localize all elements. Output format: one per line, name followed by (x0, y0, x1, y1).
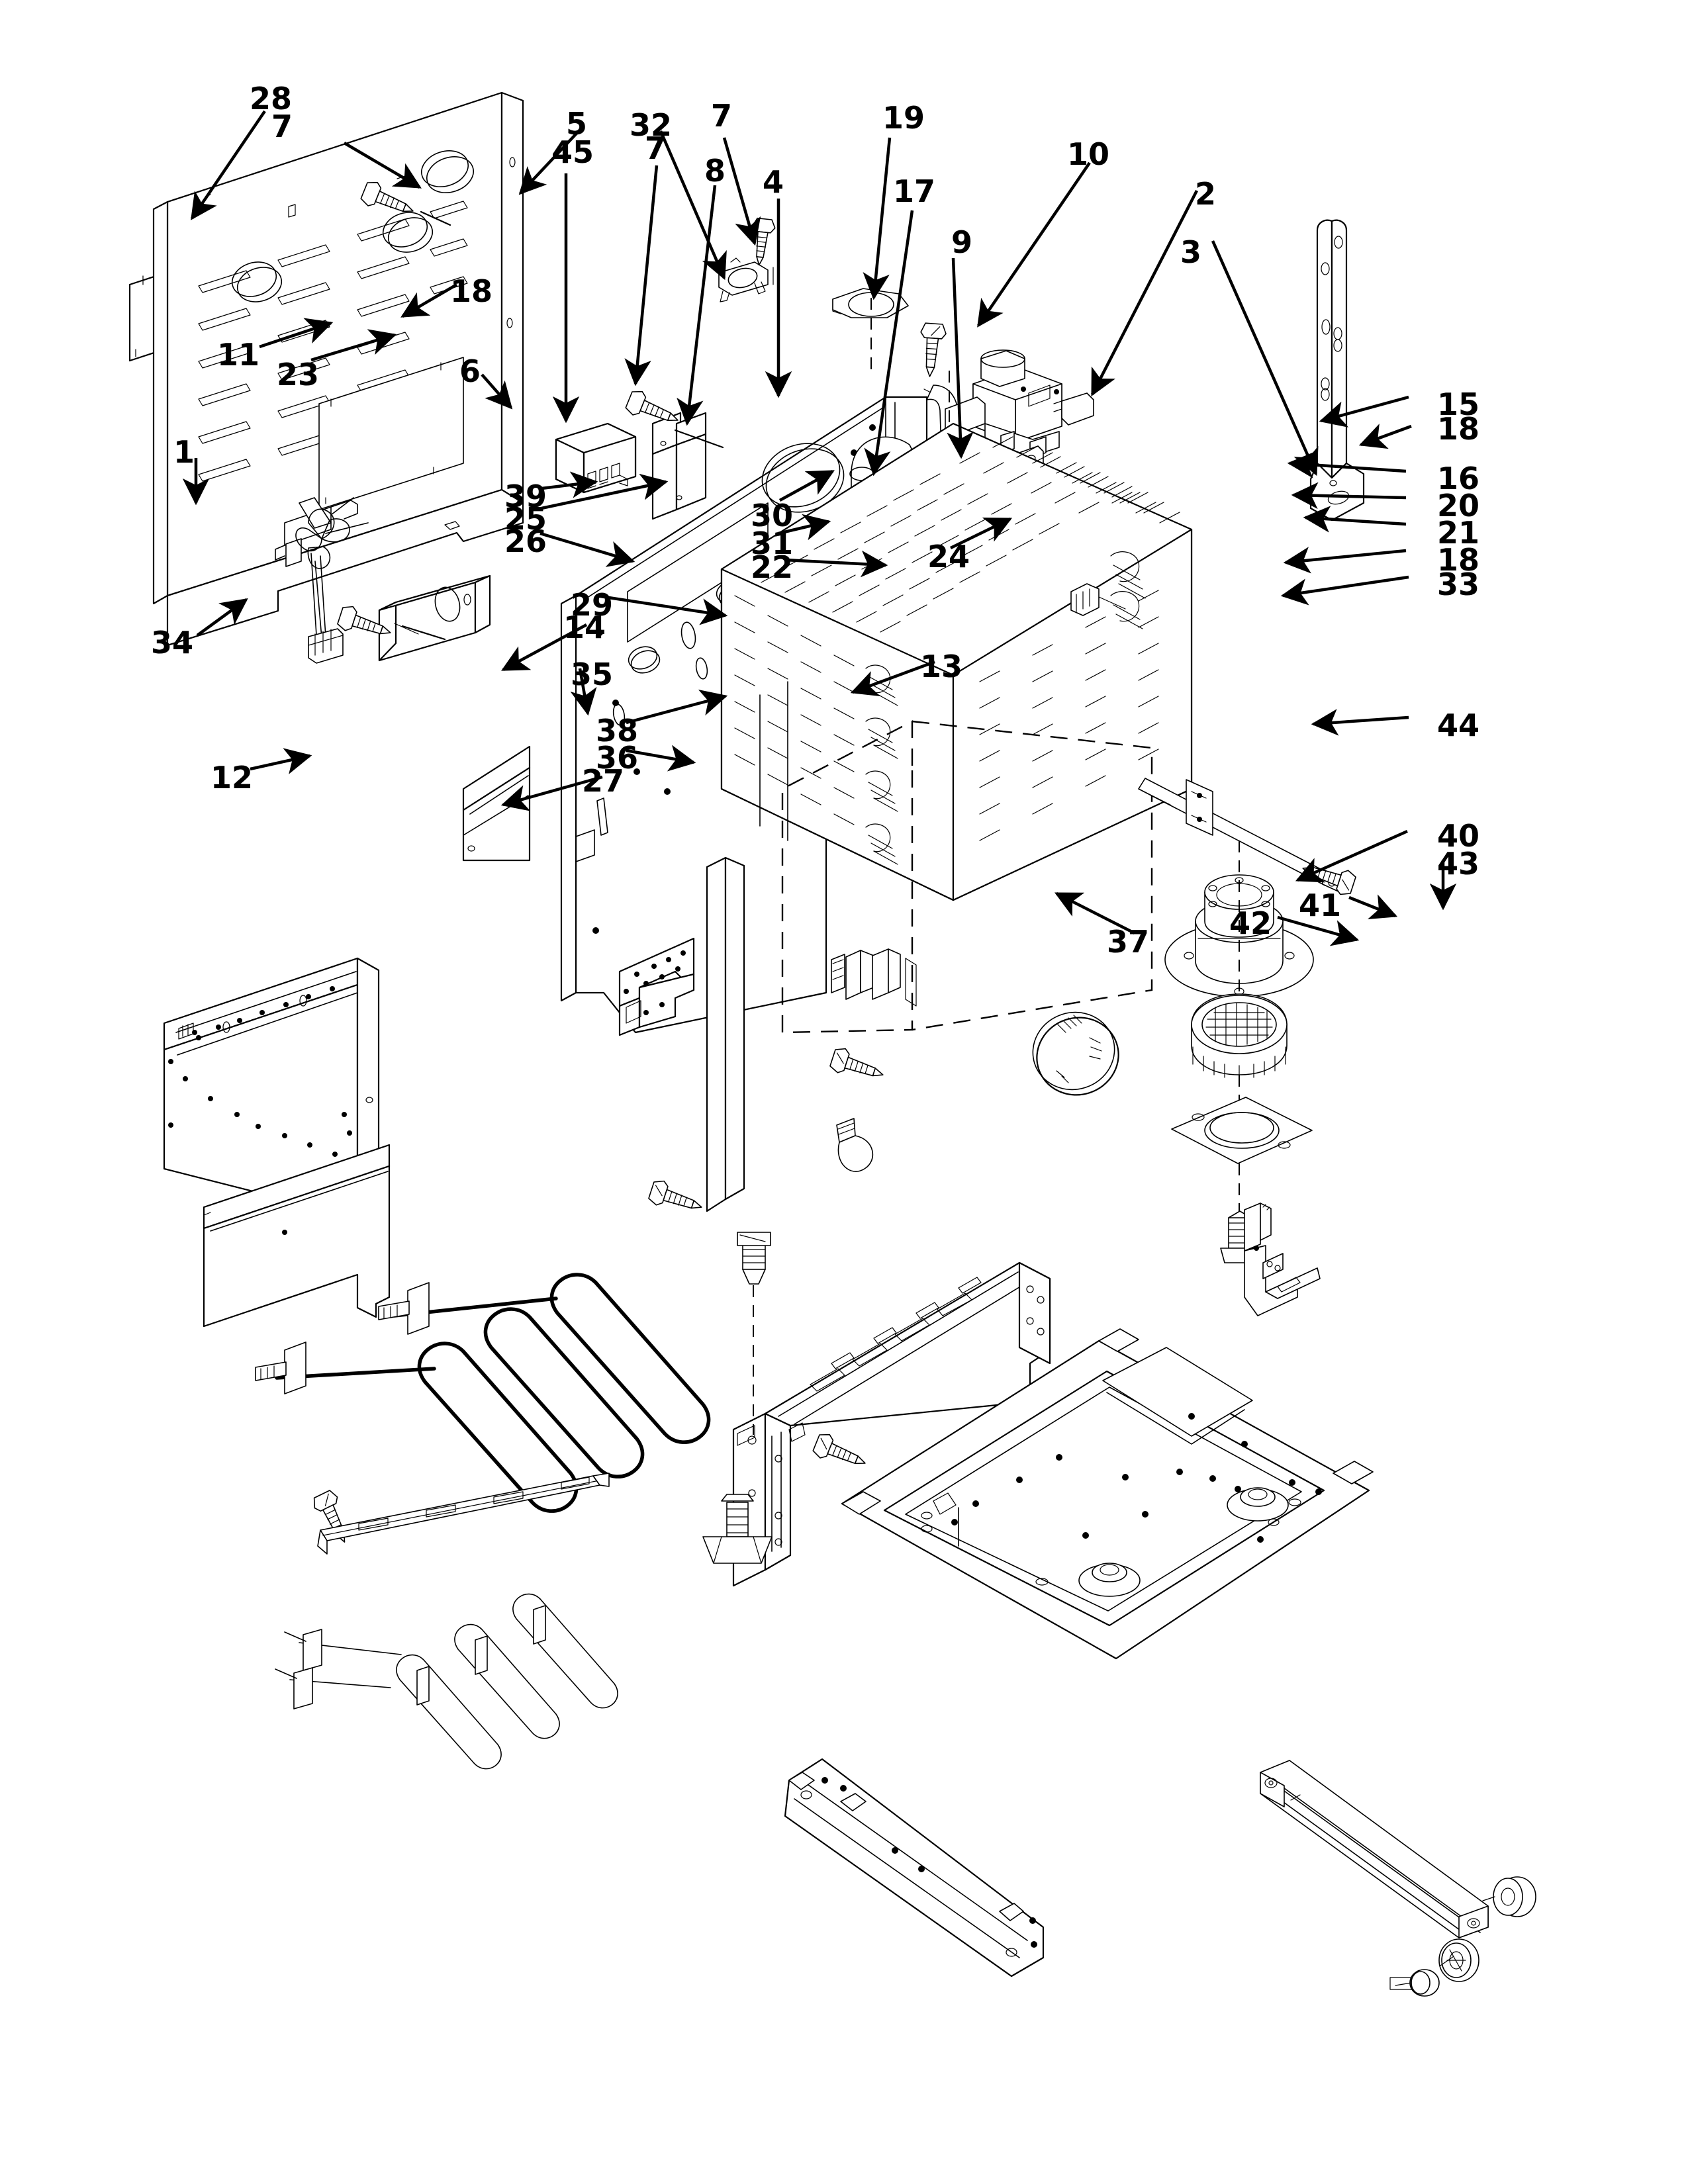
callout-20[interactable]: 20 (1437, 488, 1480, 523)
part-screw-31 (829, 1048, 884, 1077)
part-rear-panel (152, 91, 524, 647)
callout-11[interactable]: 11 (217, 337, 260, 373)
callout-21[interactable]: 21 (1437, 515, 1480, 551)
callout-29[interactable]: 29 (571, 587, 614, 623)
callout-4[interactable]: 4 (763, 164, 784, 200)
callout-7-top[interactable]: 7 (271, 109, 293, 144)
part-hose-clamp (718, 257, 769, 302)
part-shield-bracket (651, 412, 707, 520)
callout-5[interactable]: 5 (566, 106, 588, 142)
part-screw-7-mid (625, 390, 679, 422)
callout-16[interactable]: 16 (1437, 461, 1480, 496)
callout-25[interactable]: 25 (504, 501, 547, 537)
part-convection-fan-motor (275, 497, 369, 664)
callout-36[interactable]: 36 (596, 740, 639, 776)
part-igniter-bracket (831, 948, 917, 1007)
part-roller-wheel-43 (1482, 1876, 1536, 1917)
callout-27[interactable]: 27 (582, 763, 625, 799)
callout-2[interactable]: 2 (1195, 176, 1217, 212)
part-screw-13 (812, 1433, 866, 1465)
part-drawer-support-channel (784, 1758, 1045, 1978)
part-burner-gasket-plate (1171, 1097, 1313, 1164)
callout-33[interactable]: 33 (1437, 567, 1480, 602)
callout-18-left[interactable]: 18 (450, 273, 493, 309)
callout-6[interactable]: 6 (459, 353, 481, 389)
part-corner-support-bracket (1244, 1203, 1321, 1316)
part-blower-duct-cover (378, 574, 491, 662)
part-side-trim-bracket (462, 745, 531, 862)
part-element-support-rail (317, 1473, 610, 1555)
cavity-section-dash-left (781, 720, 914, 1032)
part-bottom-pan (841, 1328, 1374, 1660)
callout-22[interactable]: 22 (751, 549, 794, 585)
callout-31[interactable]: 31 (751, 525, 794, 561)
assembly-line-23 (401, 625, 446, 641)
part-bake-element (255, 1273, 711, 1513)
callout-3[interactable]: 3 (1180, 234, 1202, 270)
callout-18-right[interactable]: 18 (1437, 411, 1480, 447)
callout-9[interactable]: 9 (951, 224, 973, 260)
cavity-section-dash-right (912, 720, 1153, 1031)
callout-44[interactable]: 44 (1437, 707, 1480, 743)
callout-43[interactable]: 43 (1437, 846, 1480, 882)
callout-13[interactable]: 13 (920, 649, 963, 684)
part-screw-18-left (337, 606, 391, 635)
part-bottom-trim-strip (203, 1144, 391, 1328)
part-screw-10 (920, 322, 947, 377)
part-screw-26 (648, 1180, 702, 1209)
part-leveling-leg (702, 1494, 773, 1564)
callout-7-clamp[interactable]: 7 (711, 98, 733, 134)
callout-41[interactable]: 41 (1299, 887, 1342, 923)
callout-34[interactable]: 34 (151, 625, 194, 660)
callout-8[interactable]: 8 (704, 153, 726, 189)
part-axle-pin (1389, 1969, 1440, 1997)
callout-37[interactable]: 37 (1107, 924, 1150, 960)
callout-10[interactable]: 10 (1067, 136, 1110, 172)
callout-18-low[interactable]: 18 (1437, 542, 1480, 578)
callout-45[interactable]: 45 (551, 134, 594, 170)
callout-32[interactable]: 32 (630, 107, 673, 143)
callout-30[interactable]: 30 (751, 498, 794, 533)
part-lower-cross-brace (618, 937, 695, 1036)
callout-19[interactable]: 19 (882, 100, 925, 136)
callout-14[interactable]: 14 (563, 610, 606, 645)
part-burner-mesh-cap (1191, 993, 1288, 1079)
part-roller-wheel-41 (1438, 1938, 1479, 1982)
callout-35[interactable]: 35 (571, 657, 614, 692)
callout-7-mid[interactable]: 7 (645, 130, 667, 166)
callout-39[interactable]: 39 (504, 478, 547, 514)
leader-lines (182, 110, 1457, 946)
callout-42[interactable]: 42 (1229, 905, 1272, 941)
part-drawer-slide-rail (1260, 1760, 1489, 1938)
part-rear-top-trim-panel (163, 957, 380, 1212)
part-oven-light-bulb (836, 1118, 874, 1172)
part-gas-valve-assembly (945, 349, 1094, 473)
callout-24[interactable]: 24 (927, 539, 970, 574)
callout-17[interactable]: 17 (893, 173, 936, 209)
callout-1[interactable]: 1 (173, 434, 195, 470)
callout-26[interactable]: 26 (504, 523, 547, 559)
part-side-mounting-rail (1309, 219, 1365, 522)
part-screw-29 (737, 1232, 771, 1285)
callout-23[interactable]: 23 (277, 357, 320, 392)
callout-28[interactable]: 28 (250, 81, 293, 116)
part-side-panel-insulation-strip (706, 856, 745, 1212)
part-broil-element (275, 1593, 618, 1770)
part-screw-7-top (360, 181, 414, 212)
callout-15[interactable]: 15 (1437, 387, 1480, 422)
callout-40[interactable]: 40 (1437, 818, 1480, 854)
part-oven-thermostat-dial (1032, 1011, 1119, 1096)
callout-12[interactable]: 12 (211, 760, 254, 796)
callout-38[interactable]: 38 (596, 713, 639, 749)
